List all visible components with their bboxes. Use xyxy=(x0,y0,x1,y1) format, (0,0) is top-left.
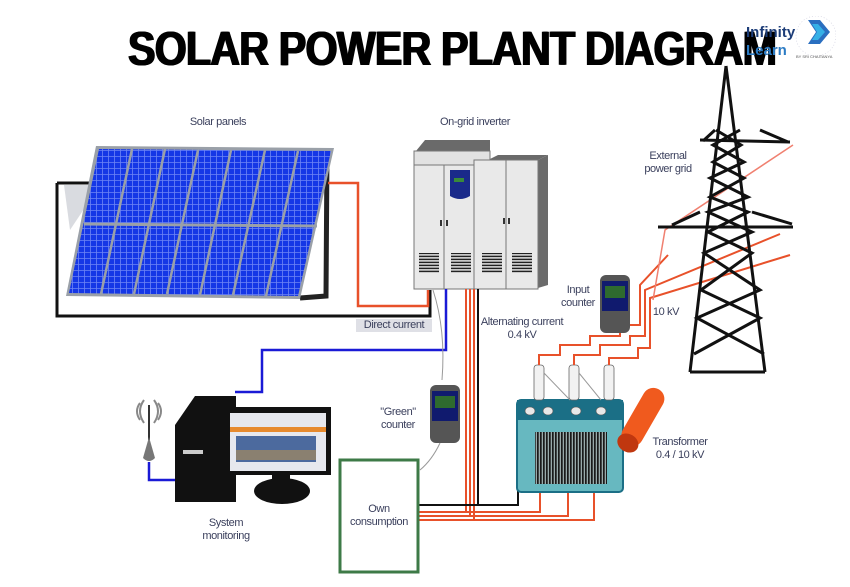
label-green-counter: "Green" counter xyxy=(380,406,416,431)
logo-text-learn: Learn xyxy=(746,42,787,59)
own-consumption-box xyxy=(338,458,420,574)
label-transformer: Transformer 0.4 / 10 kV xyxy=(652,436,708,461)
green-counter xyxy=(419,385,460,471)
input-counter xyxy=(600,275,630,333)
label-own-consumption: Own consumption xyxy=(350,503,408,528)
transformer xyxy=(516,364,665,493)
label-direct-current: Direct current xyxy=(356,319,432,332)
on-grid-inverter xyxy=(413,140,548,290)
label-10kv: 10 kV xyxy=(652,306,680,318)
infinity-learn-logo: Infinity Learn BY SRI CHAITANYA xyxy=(746,16,836,66)
label-solar-panels: Solar panels xyxy=(189,116,247,128)
label-input-counter: Input counter xyxy=(561,284,595,309)
data-line xyxy=(235,289,448,394)
hv-lines xyxy=(538,144,794,365)
label-alternating-current: Alternating current 0.4 kV xyxy=(480,316,564,341)
label-inverter: On-grid inverter xyxy=(439,116,510,128)
label-external-grid: External power grid xyxy=(644,150,692,175)
logo-chevron-icon xyxy=(795,16,836,57)
logo-text-infinity: Infinity xyxy=(746,24,796,41)
solar-panel-array xyxy=(55,146,432,318)
monitoring-station xyxy=(136,396,331,504)
transmission-tower xyxy=(658,65,793,374)
label-system-monitoring: System monitoring xyxy=(202,517,250,542)
ac-line xyxy=(465,289,475,520)
logo-tagline: BY SRI CHAITANYA xyxy=(796,54,833,59)
